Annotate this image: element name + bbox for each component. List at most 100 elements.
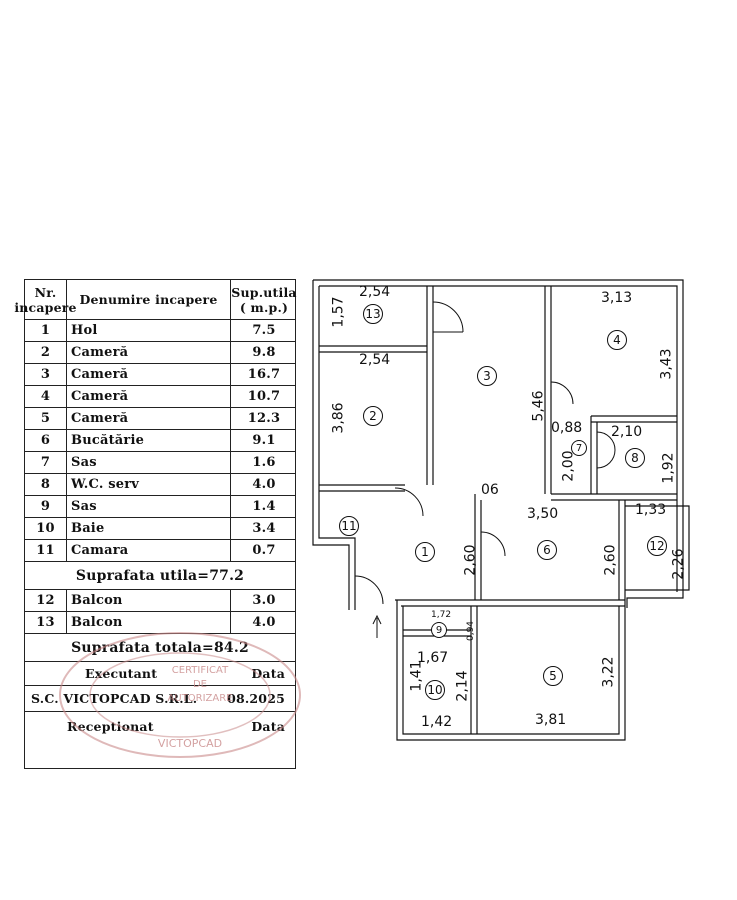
table-row: 7 Sas 1.6 [25, 452, 295, 474]
room-number-1: 1 [415, 542, 435, 562]
row-nr: 7 [25, 452, 67, 473]
executant-date-label: Data [251, 666, 285, 681]
dim-3-height: 5,46 [530, 390, 547, 422]
table-row: 2 Cameră 9.8 [25, 342, 295, 364]
row-name: Bucătărie [67, 430, 231, 451]
dim-6-height: 2,60 [602, 544, 619, 576]
useful-total-row: Suprafata utila=77.2 [25, 562, 295, 590]
room-number-3: 3 [477, 366, 497, 386]
row-area: 1.6 [252, 455, 276, 470]
row-nr: 1 [25, 320, 67, 341]
row-area: 10.7 [247, 389, 281, 404]
dim-10-bottom: 1,42 [421, 714, 453, 730]
row-area: 9.8 [252, 345, 276, 360]
row-name: Hol [67, 320, 231, 341]
dim-8-height: 1,92 [660, 452, 677, 484]
row-name: Camara [67, 540, 231, 561]
row-area: 0.7 [252, 543, 276, 558]
row-area: 16.7 [247, 367, 281, 382]
dim-5-height: 3,22 [600, 656, 617, 688]
dim-2-width: 2,54 [359, 352, 391, 368]
row-nr: 5 [25, 408, 67, 429]
row-area: 1.4 [252, 499, 276, 514]
table-row: 10 Baie 3.4 [25, 518, 295, 540]
dim-8-width: 2,10 [611, 424, 643, 440]
room-number-6: 6 [537, 540, 557, 560]
row-area: 4.0 [252, 477, 276, 492]
table-row: 12 Balcon 3.0 [25, 590, 295, 612]
floor-plan-walls [312, 279, 690, 741]
header-name: Denumire incapere [67, 280, 231, 319]
row-nr: 13 [25, 612, 67, 633]
row-name: W.C. serv [67, 474, 231, 495]
floor-plan: 13 2 3 4 7 8 11 1 6 12 9 10 5 2,54 1,57 … [305, 270, 695, 750]
row-name: Cameră [67, 408, 231, 429]
dim-12-height: 2,26 [670, 548, 687, 580]
row-area: 3.4 [252, 521, 276, 536]
table-row: 5 Cameră 12.3 [25, 408, 295, 430]
dim-7-width: 0,88 [551, 420, 583, 436]
executant-row: Executant Data [25, 662, 295, 686]
dim-6-width: 3,50 [527, 506, 559, 522]
useful-total: Suprafata utila=77.2 [75, 567, 245, 584]
room-number-13: 13 [363, 304, 383, 324]
row-area: 4.0 [252, 615, 276, 630]
row-nr: 2 [25, 342, 67, 363]
dim-1-height: 2,60 [462, 544, 479, 576]
dim-4-width: 3,13 [601, 290, 633, 306]
table-row: 11 Camara 0.7 [25, 540, 295, 562]
row-name: Sas [67, 496, 231, 517]
dim-12-width: 1,33 [635, 502, 667, 518]
row-nr: 8 [25, 474, 67, 495]
row-name: Balcon [67, 612, 231, 633]
grand-total-row: Suprafata totala=84.2 [25, 634, 295, 662]
row-nr: 12 [25, 590, 67, 611]
room-number-12: 12 [647, 536, 667, 556]
dim-06: 06 [481, 482, 499, 498]
area-table: Nr. incapere Denumire incapere Sup.utila… [14, 279, 297, 769]
table-row: 6 Bucătărie 9.1 [25, 430, 295, 452]
row-area: 3.0 [252, 593, 276, 608]
room-number-5: 5 [543, 666, 563, 686]
table-row: 4 Cameră 10.7 [25, 386, 295, 408]
row-nr: 9 [25, 496, 67, 517]
row-name: Cameră [67, 342, 231, 363]
table-row: 1 Hol 7.5 [25, 320, 295, 342]
company-name: S.C. VICTOPCAD S.R.L. [31, 691, 198, 706]
room-number-8: 8 [625, 448, 645, 468]
row-nr: 4 [25, 386, 67, 407]
row-name: Cameră [67, 386, 231, 407]
room-number-2: 2 [363, 406, 383, 426]
row-name: Sas [67, 452, 231, 473]
receptionat-row: Receptionat Data [25, 712, 295, 740]
row-name: Cameră [67, 364, 231, 385]
room-number-11: 11 [339, 516, 359, 536]
row-nr: 10 [25, 518, 67, 539]
dim-10-width: 1,67 [417, 650, 449, 666]
row-area: 12.3 [247, 411, 281, 426]
dim-9-height: 0,94 [466, 620, 477, 642]
receptionat-label: Receptionat [67, 718, 154, 734]
company-row: S.C. VICTOPCAD S.R.L. 08.2025 [25, 686, 295, 712]
table-row: 13 Balcon 4.0 [25, 612, 295, 634]
dim-5-width: 3,81 [535, 712, 567, 728]
room-number-7: 7 [571, 440, 587, 456]
company-date: 08.2025 [227, 691, 285, 706]
dim-9-width: 1,72 [431, 610, 452, 620]
dim-13-height: 1,57 [330, 296, 347, 328]
table-row: 9 Sas 1.4 [25, 496, 295, 518]
row-area: 7.5 [252, 323, 276, 338]
header-area: Sup.utila ( m.p.) [231, 284, 297, 315]
row-area: 9.1 [252, 433, 276, 448]
table-header: Nr. incapere Denumire incapere Sup.utila… [14, 280, 297, 320]
row-nr: 3 [25, 364, 67, 385]
dim-4-height: 3,43 [658, 348, 675, 380]
header-nr: Nr. incapere [14, 280, 77, 319]
dim-10-height: 1,41 [408, 660, 425, 692]
dim-13-width: 2,54 [359, 284, 391, 300]
row-nr: 6 [25, 430, 67, 451]
receptionat-date-label: Data [251, 718, 285, 734]
dim-2-height: 3,86 [330, 402, 347, 434]
room-number-9: 9 [431, 622, 447, 638]
dim-7-height: 2,00 [560, 450, 577, 482]
